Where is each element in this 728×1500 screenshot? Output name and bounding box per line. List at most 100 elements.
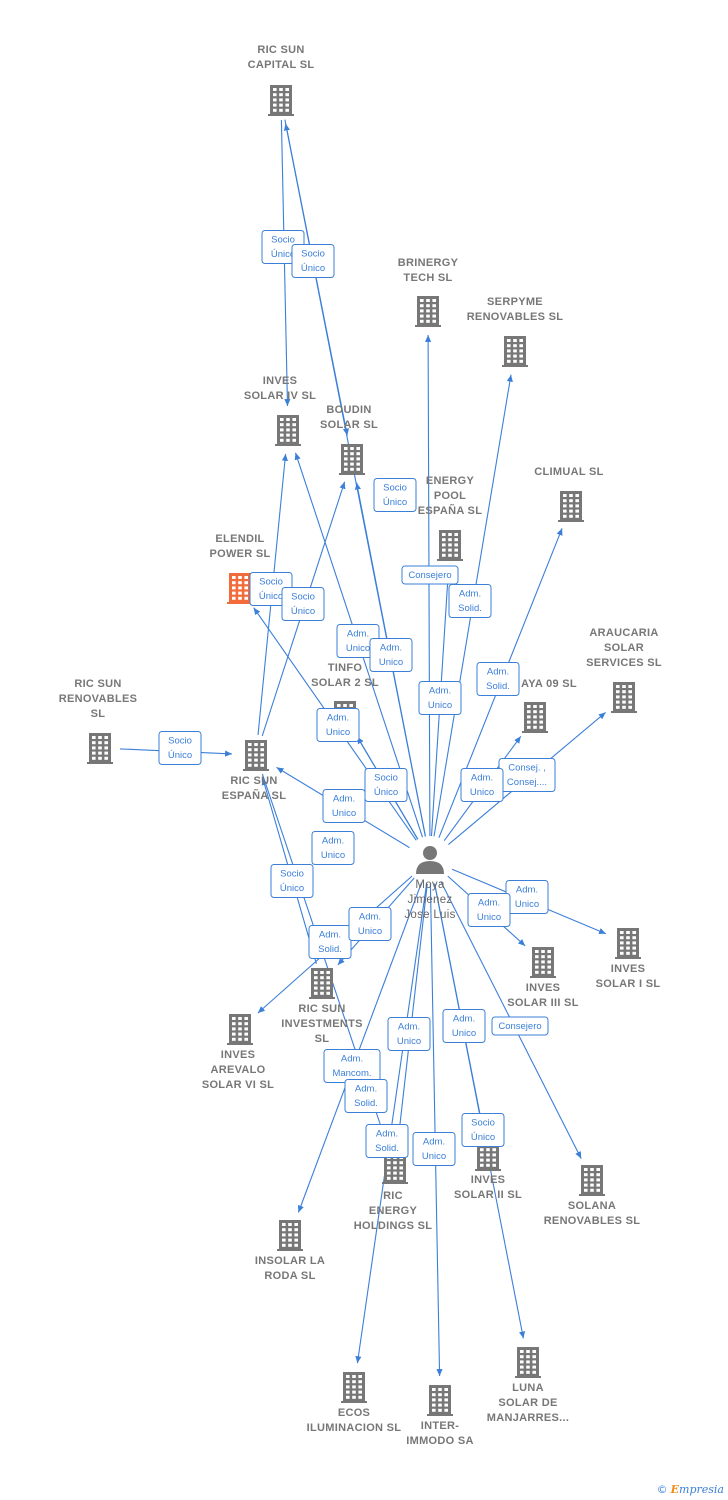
edge-person-to-insolar (297, 882, 423, 1213)
node-label-line: SERPYME (487, 296, 543, 308)
node-label-line: ESPAÑA SL (418, 504, 482, 517)
edge-label-text: Adm. (376, 1129, 398, 1140)
edge-person-to-ric_energy (395, 883, 428, 1145)
node-label-line: INSOLAR LA (255, 1255, 325, 1267)
edge-label-text: Único (259, 591, 283, 602)
edge-label-24[interactable]: Adm.Unico (442, 1009, 486, 1043)
edge-label-text: Único (383, 497, 407, 508)
node-label-line: AREVALO (210, 1064, 265, 1076)
node-label-line: SL (315, 1033, 330, 1045)
edge-label-28[interactable]: Adm. Solid. (365, 1124, 409, 1158)
edge-label-15[interactable]: Adm. Unico (316, 708, 360, 742)
edge-label-text: Socio (374, 773, 398, 784)
edge-person-to-brinergy (425, 334, 432, 837)
edge-label-17[interactable]: Adm.Unico (322, 789, 366, 823)
edge-label-12[interactable]: Adm.Unico (336, 624, 380, 658)
edge-label-11[interactable]: Adm.Unico (460, 768, 504, 802)
node-label-line: IMMODO SA (406, 1435, 473, 1447)
edge-label-25[interactable]: Consejero (491, 1016, 549, 1036)
node-intermmodo[interactable]: INTER- IMMODO SA (406, 1385, 473, 1447)
edge-label-26[interactable]: Adm.Mancom. (323, 1049, 381, 1083)
building-icon (502, 336, 528, 367)
node-label-line: POOL (434, 490, 466, 502)
edge-label-text: Unico (332, 808, 356, 819)
node-label-line: INVES (526, 982, 561, 994)
edge-label-22[interactable]: Adm.Unico (348, 907, 392, 941)
edge-label-text: Unico (515, 899, 539, 910)
edge-label-text: Unico (470, 787, 494, 798)
node-climual[interactable]: CLIMUAL SL (534, 466, 603, 522)
edge-label-18[interactable]: Adm.Unico (311, 831, 355, 865)
building-icon (558, 491, 584, 522)
edge-label-29[interactable]: Adm.Unico (412, 1132, 456, 1166)
edge-label-14[interactable]: Adm.Unico (418, 681, 462, 715)
edge-label-19[interactable]: Adm.Unico (505, 880, 549, 914)
edge-label-9[interactable]: Adm.Solid. (476, 662, 520, 696)
edge-label-text: Socio (259, 577, 283, 588)
building-icon (309, 968, 335, 999)
edge-label-text: Adm. (341, 1054, 363, 1065)
edge-label-10[interactable]: Consej. ,Consej.... (498, 758, 556, 792)
edge-label-text: Unico (428, 700, 452, 711)
edge-label-text: Solid. (458, 603, 482, 614)
edge-label-20[interactable]: Adm.Unico (467, 893, 511, 927)
edge-label-23[interactable]: Adm.Unico (387, 1017, 431, 1051)
edge-label-13[interactable]: Adm.Unico (369, 638, 413, 672)
building-icon (415, 296, 441, 327)
node-label-line: INTER- (421, 1420, 459, 1432)
building-icon (227, 1014, 253, 1045)
node-label-line: SOLANA (568, 1200, 616, 1212)
edge-label-7[interactable]: Adm.Solid. (448, 584, 492, 618)
edge-label-text: Solid. (354, 1098, 378, 1109)
edge-label-text: Único (301, 263, 325, 274)
edge-label-text: Adm. (327, 713, 349, 724)
node-label-line: RIC SUN (257, 44, 304, 56)
node-label-line: ELENDIL (215, 533, 264, 545)
building-icon (437, 530, 463, 561)
node-label-line: ARAUCARIA (589, 627, 658, 639)
edge-label-8[interactable]: Consejero (401, 565, 459, 585)
node-label-line: SERVICES SL (586, 657, 662, 669)
building-icon (611, 682, 637, 713)
building-icon (615, 928, 641, 959)
edge-label-text: Unico (326, 727, 350, 738)
building-icon (427, 1385, 453, 1416)
edge-label-27[interactable]: Adm.Solid. (344, 1079, 388, 1113)
node-label-line: SOLAR IV SL (244, 390, 316, 402)
edge-label-text: Solid. (375, 1143, 399, 1154)
edge-label-21[interactable]: Adm.Solid. (308, 925, 352, 959)
edge-label-text: Único (471, 1132, 495, 1143)
node-aya09[interactable]: AYA 09 SL (521, 678, 577, 733)
footer-brand[interactable]: ©Empresia (657, 1483, 724, 1496)
